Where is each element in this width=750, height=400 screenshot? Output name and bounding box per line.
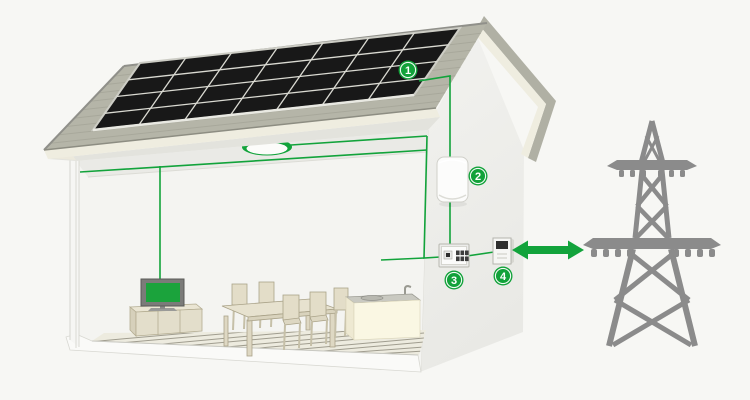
wire-board-to-meter bbox=[466, 251, 495, 257]
tower-upper-crossarm bbox=[607, 160, 697, 177]
left-wall bbox=[69, 152, 80, 348]
front-fascia bbox=[44, 108, 440, 159]
badge-3-label: 3 bbox=[451, 275, 457, 287]
badge-inverter: 2 bbox=[468, 166, 488, 186]
badge-1-label: 1 bbox=[405, 65, 411, 77]
kitchen-counter bbox=[344, 284, 422, 341]
faucet bbox=[404, 284, 412, 297]
rake-roof-band bbox=[479, 16, 556, 162]
wire-light-to-corner bbox=[290, 135, 428, 146]
gable-wall bbox=[420, 36, 524, 372]
sink bbox=[360, 295, 384, 301]
tower-upper-insulators bbox=[619, 170, 685, 177]
solar-panel bbox=[90, 26, 463, 132]
tower-lower-insulators bbox=[591, 249, 715, 257]
tower-mast bbox=[606, 120, 698, 348]
transmission-tower bbox=[583, 120, 721, 348]
rake-fascia-band bbox=[474, 25, 546, 158]
wire-panel-to-inverter bbox=[418, 75, 451, 160]
badge-2-label: 2 bbox=[475, 171, 481, 183]
wire-ceiling-lower bbox=[79, 149, 428, 173]
dining-chairs-front bbox=[282, 287, 349, 351]
house bbox=[43, 16, 556, 373]
ceiling-wall-junction bbox=[87, 151, 428, 178]
badge-4-label: 4 bbox=[500, 271, 507, 283]
badge-solar-panel: 1 bbox=[398, 60, 418, 80]
breaker-switches bbox=[456, 250, 469, 262]
interior-wiring bbox=[79, 135, 441, 279]
exterior-wiring bbox=[418, 75, 495, 257]
floor-front-edge bbox=[91, 340, 419, 356]
solar-panel-frame-edge bbox=[92, 93, 415, 132]
tower-lower-crossarm bbox=[583, 238, 721, 257]
soffit bbox=[48, 117, 440, 161]
wire-wall-stub bbox=[380, 257, 425, 261]
meter-display bbox=[496, 241, 508, 249]
energy-meter bbox=[492, 237, 514, 265]
badge-energy-meter: 4 bbox=[493, 266, 513, 286]
distribution-board bbox=[438, 243, 470, 268]
badge-distribution-board: 3 bbox=[444, 270, 464, 290]
tv bbox=[140, 278, 185, 311]
inverter bbox=[436, 156, 469, 207]
grid-connection-arrow bbox=[512, 240, 584, 260]
tv-screen bbox=[146, 283, 180, 302]
solar-panel-grid bbox=[104, 32, 449, 126]
